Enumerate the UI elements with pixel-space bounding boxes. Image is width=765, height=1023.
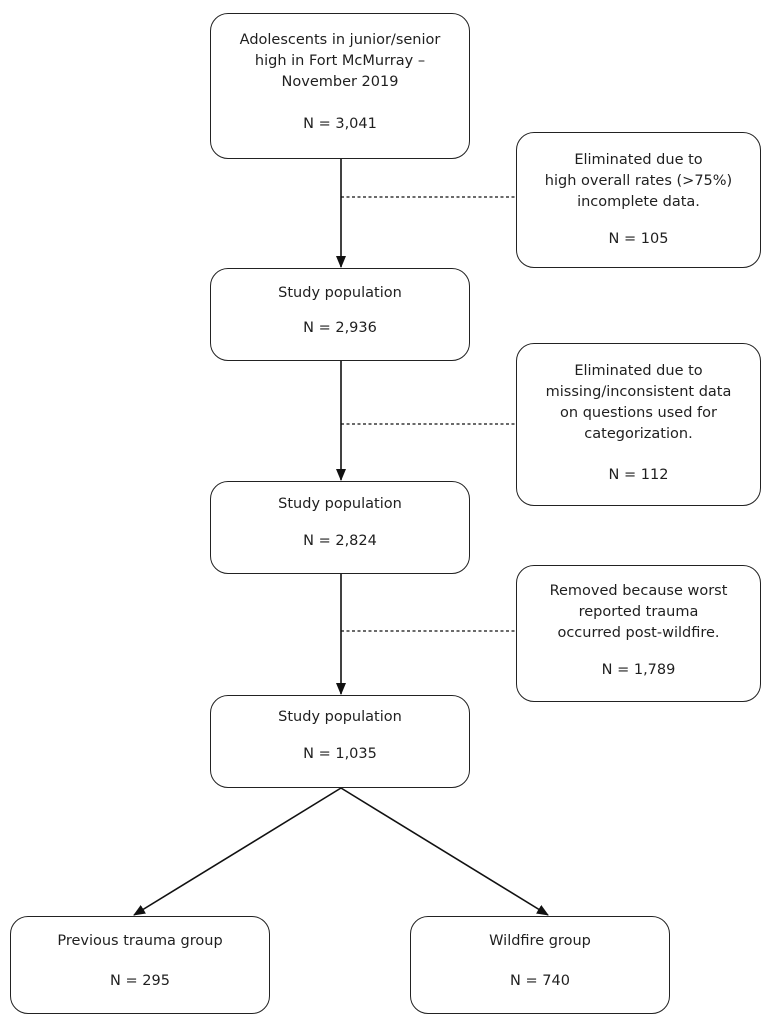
exclusion-box-3-line: reported trauma xyxy=(578,604,699,620)
population-box-2-count: N = 2,824 xyxy=(303,533,377,549)
exclusion-box-3-line: occurred post-wildfire. xyxy=(557,625,720,641)
start-box-line: November 2019 xyxy=(281,74,399,90)
start-box-line: Adolescents in junior/senior xyxy=(239,32,441,48)
exclusion-box-1: Eliminated due to high overall rates (>7… xyxy=(516,132,761,268)
population-box-3-label: Study population xyxy=(278,709,402,725)
exclusion-box-2-line: on questions used for xyxy=(560,405,717,421)
previous-trauma-group-count: N = 295 xyxy=(110,973,170,989)
wildfire-group-label: Wildfire group xyxy=(489,933,591,949)
start-box-line: high in Fort McMurray – xyxy=(254,53,426,69)
arrow-population-3-to-previous-trauma-group xyxy=(133,787,342,916)
wildfire-group-text: Wildfire group xyxy=(411,931,669,952)
previous-trauma-group-label: Previous trauma group xyxy=(57,933,223,949)
exclusion-box-2-line: Eliminated due to xyxy=(574,363,703,379)
exclusion-box-1-text: Eliminated due to high overall rates (>7… xyxy=(517,150,760,213)
exclusion-box-2-text: Eliminated due to missing/inconsistent d… xyxy=(517,361,760,445)
exclusion-box-2-line: categorization. xyxy=(584,426,693,442)
population-box-3-text: Study population xyxy=(211,707,469,728)
exclusion-box-1-count: N = 105 xyxy=(608,231,669,247)
exclusion-box-3-count: N = 1,789 xyxy=(601,662,676,678)
population-box-2-text: Study population xyxy=(211,494,469,515)
exclusion-box-2: Eliminated due to missing/inconsistent d… xyxy=(516,343,761,506)
previous-trauma-group-text: Previous trauma group xyxy=(11,931,269,952)
wildfire-group-box: Wildfire group N = 740 xyxy=(410,916,670,1014)
population-box-1-count: N = 2,936 xyxy=(303,320,377,336)
population-box-3: Study population N = 1,035 xyxy=(210,695,470,788)
exclusion-box-1-line: high overall rates (>75%) xyxy=(544,173,733,189)
arrow-population-3-to-wildfire-group xyxy=(340,787,549,916)
exclusion-box-3-text: Removed because worst reported trauma oc… xyxy=(517,581,760,644)
exclusion-box-1-line: incomplete data. xyxy=(577,194,700,210)
exclusion-box-1-line: Eliminated due to xyxy=(574,152,703,168)
previous-trauma-group-box: Previous trauma group N = 295 xyxy=(10,916,270,1014)
start-box-count: N = 3,041 xyxy=(303,116,377,132)
population-box-1-text: Study population xyxy=(211,283,469,304)
exclusion-box-3: Removed because worst reported trauma oc… xyxy=(516,565,761,702)
population-box-1: Study population N = 2,936 xyxy=(210,268,470,361)
start-box-text: Adolescents in junior/senior high in For… xyxy=(211,30,469,93)
exclusion-box-3-line: Removed because worst xyxy=(549,583,728,599)
exclusion-box-2-count: N = 112 xyxy=(608,467,669,483)
start-box: Adolescents in junior/senior high in For… xyxy=(210,13,470,159)
population-box-2: Study population N = 2,824 xyxy=(210,481,470,574)
population-box-3-count: N = 1,035 xyxy=(303,746,377,762)
exclusion-box-2-line: missing/inconsistent data xyxy=(545,384,732,400)
wildfire-group-count: N = 740 xyxy=(510,973,570,989)
population-box-2-label: Study population xyxy=(278,496,402,512)
population-box-1-label: Study population xyxy=(278,285,402,301)
